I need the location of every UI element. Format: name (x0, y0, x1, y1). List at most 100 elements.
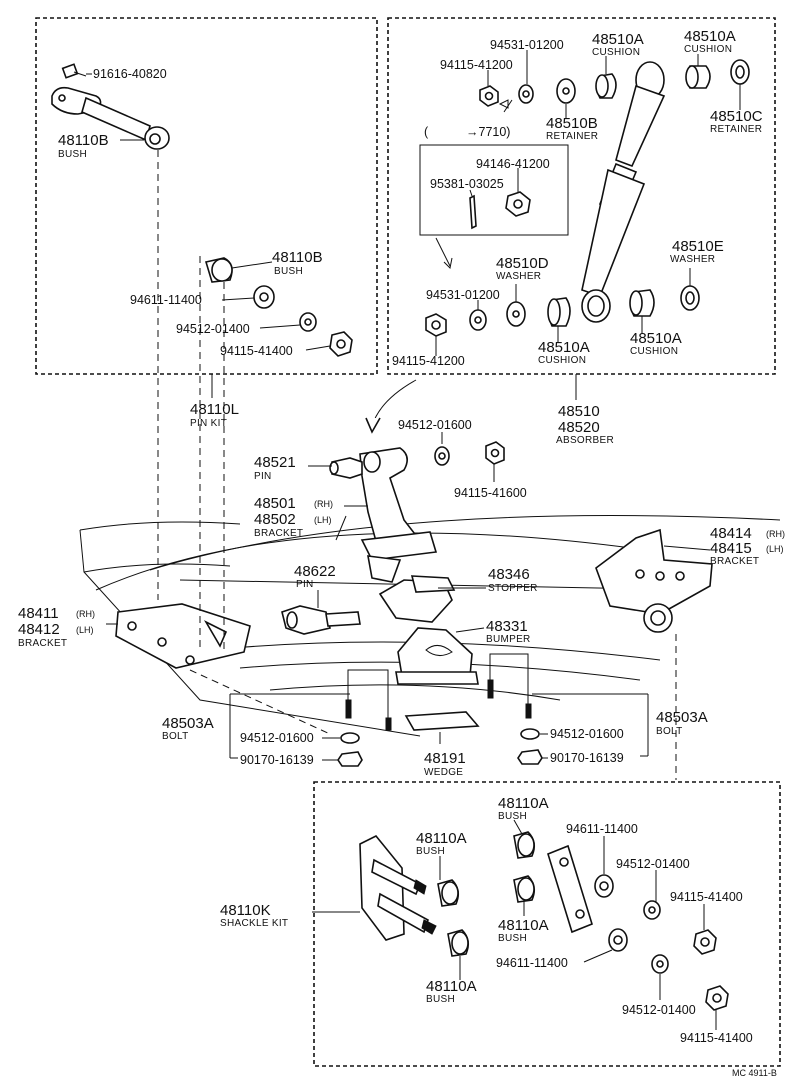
label-48414: 48414 (710, 525, 752, 542)
absorber-1977-box (419, 144, 569, 236)
lock-washer-94512-d-icon (520, 728, 540, 740)
label-94531-01200-b: 94531-01200 (426, 288, 500, 302)
caption-cushion-d: CUSHION (630, 346, 678, 357)
shackle-kit-box (313, 781, 781, 1067)
label-48510e: 48510E (672, 238, 724, 255)
caption-pin-kit: PIN KIT (190, 418, 227, 429)
label-94115-41400-e: 94115-41400 (670, 890, 743, 904)
caption-cushion-a: CUSHION (592, 47, 640, 58)
label-94115-41600: 94115-41600 (454, 486, 527, 500)
washer-94512-b-icon (434, 446, 450, 466)
label-94512-01400-a: 94512-01400 (176, 322, 250, 336)
cushion-48510a-a-icon (595, 73, 617, 99)
label-48501: 48501 (254, 495, 296, 512)
caption-bush-d: BUSH (416, 846, 445, 857)
label-lh-a: (LH) (314, 515, 332, 525)
caption-bush-c: BUSH (498, 811, 527, 822)
label-48110a-c: 48110A (498, 917, 549, 934)
lock-washer-94512-e-icon (643, 900, 661, 920)
label-90170-16139-b: 90170-16139 (550, 751, 624, 765)
caption-absorber: ABSORBER (556, 435, 614, 446)
label-94512-01400-f: 94512-01400 (622, 1003, 696, 1017)
caption-bracket-a: BRACKET (254, 528, 303, 539)
label-48110l: 48110L (190, 401, 239, 418)
caption-washer-b: WASHER (670, 254, 715, 265)
label-48411: 48411 (18, 605, 59, 622)
cushion-48510a-c-icon (547, 297, 571, 327)
label-94611-11400-b: 94611-11400 (566, 822, 638, 836)
caption-bolt-a: BOLT (162, 731, 189, 742)
bush-48110a-mid-icon (513, 875, 536, 903)
caption-bolt-b: BOLT (656, 726, 683, 737)
label-94512-01400-e: 94512-01400 (616, 857, 690, 871)
u-bolt-left-icon (345, 669, 392, 731)
label-48510a-d: 48510A (630, 330, 682, 347)
washer-94611-b-icon (594, 874, 614, 898)
pin-48622-icon (281, 605, 361, 635)
label-94146-41200: 94146-41200 (476, 157, 550, 171)
rear-bracket-48414-icon (595, 528, 713, 633)
nut-94115-d-icon (485, 441, 505, 465)
label-48510: 48510 (558, 403, 600, 420)
cotter-pin-95381-icon (469, 194, 477, 230)
label-48346: 48346 (488, 566, 530, 583)
caption-bush-f: BUSH (426, 994, 455, 1005)
label-48110a-a: 48110A (498, 795, 549, 812)
label-48110k: 48110K (220, 902, 271, 919)
washer-94531-a-icon (518, 84, 534, 104)
label-48110a-b: 48110A (416, 830, 467, 847)
nut-94115-b-icon (479, 85, 499, 107)
label-7710: →7710) (466, 125, 510, 139)
label-lh-c: (LH) (76, 625, 94, 635)
bush-48110b-lower-icon (204, 257, 233, 283)
lock-washer-94512-f-icon (651, 954, 669, 974)
retainer-48510b-icon (556, 78, 576, 104)
label-95381-03025: 95381-03025 (430, 177, 504, 191)
caption-bush-e: BUSH (498, 933, 527, 944)
caption-bush-a: BUSH (58, 149, 87, 160)
label-rh-c: (RH) (76, 609, 95, 619)
absorber-bracket-48501-icon (359, 447, 438, 583)
nut-90170-b-icon (517, 749, 543, 765)
lock-washer-94512-a-icon (299, 312, 317, 332)
caption-shackle-kit: SHACKLE KIT (220, 918, 288, 929)
label-paren-open: ( (424, 125, 429, 139)
bush-48110a-left-upper-icon (437, 879, 460, 907)
nut-94115-f-icon (705, 985, 729, 1011)
label-48502: 48502 (254, 511, 296, 528)
caption-washer-a: WASHER (496, 271, 541, 282)
label-48503a-b: 48503A (656, 709, 708, 726)
bush-48110a-top-icon (513, 831, 536, 859)
label-48510a-b: 48510A (684, 28, 736, 45)
label-94512-01600-d: 94512-01600 (550, 727, 624, 741)
wedge-48191-icon (404, 711, 480, 731)
label-48520: 48520 (558, 419, 600, 436)
caption-pin-b: PIN (296, 579, 314, 590)
bush-48110a-left-lower-icon (447, 929, 470, 957)
castle-nut-94146-icon (505, 191, 531, 217)
label-48415: 48415 (710, 540, 752, 557)
cushion-48510a-b-icon (685, 65, 711, 89)
cushion-48510a-d-icon (629, 289, 655, 317)
u-bolt-right-icon (487, 653, 532, 719)
label-94115-41200-b: 94115-41200 (440, 58, 513, 72)
nut-90170-a-icon (337, 751, 363, 767)
label-48510a-c: 48510A (538, 339, 590, 356)
label-90170-16139-a: 90170-16139 (240, 753, 314, 767)
bush-48110b-upper-icon (144, 126, 170, 150)
caption-stopper: STOPPER (488, 583, 538, 594)
shackle-plate-outer-icon (547, 844, 593, 934)
label-48510b: 48510B (546, 115, 598, 132)
label-48110a-d: 48110A (426, 978, 477, 995)
label-48331: 48331 (486, 618, 528, 635)
lock-washer-94512-c-icon (340, 732, 360, 744)
label-rh-a: (RH) (314, 499, 333, 509)
caption-pin-a: PIN (254, 471, 272, 482)
label-94512-01600-c: 94512-01600 (240, 731, 314, 745)
pin-kit-box (35, 17, 378, 375)
washer-48510e-icon (680, 285, 700, 311)
caption-bracket-b: BRACKET (710, 556, 759, 567)
shock-absorber-icon (581, 61, 666, 323)
caption-bush-b: BUSH (274, 266, 303, 277)
